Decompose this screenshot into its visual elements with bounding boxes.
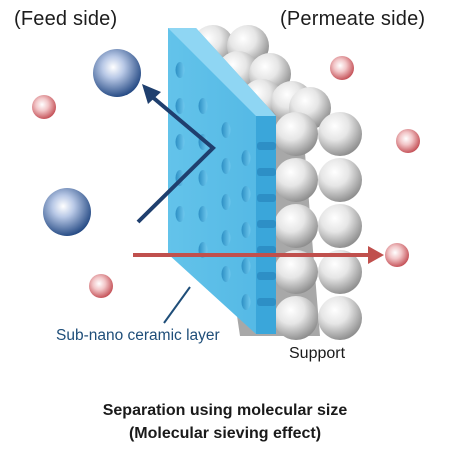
rejection-arrow — [136, 84, 216, 224]
large-molecule — [43, 188, 91, 236]
small-molecule — [330, 56, 354, 80]
permeation-arrow — [133, 246, 384, 264]
feed-side-label: (Feed side) — [14, 8, 118, 30]
caption-subtitle: (Molecular sieving effect) — [128, 425, 322, 442]
ceramic-layer-label: Sub-nano ceramic layer — [56, 327, 220, 344]
small-molecule — [32, 95, 56, 119]
support-label: Support — [289, 345, 346, 362]
small-molecule — [89, 274, 113, 298]
small-molecule — [396, 129, 420, 153]
ceramic-layer — [168, 28, 276, 334]
layer-leader-line — [163, 286, 191, 324]
permeate-side-label: (Permeate side) — [280, 8, 426, 30]
small-molecule-permeated — [385, 243, 409, 267]
caption-title: Separation using molecular size — [102, 402, 348, 419]
support-spheres — [192, 25, 362, 340]
large-molecule-reflected — [93, 49, 141, 97]
